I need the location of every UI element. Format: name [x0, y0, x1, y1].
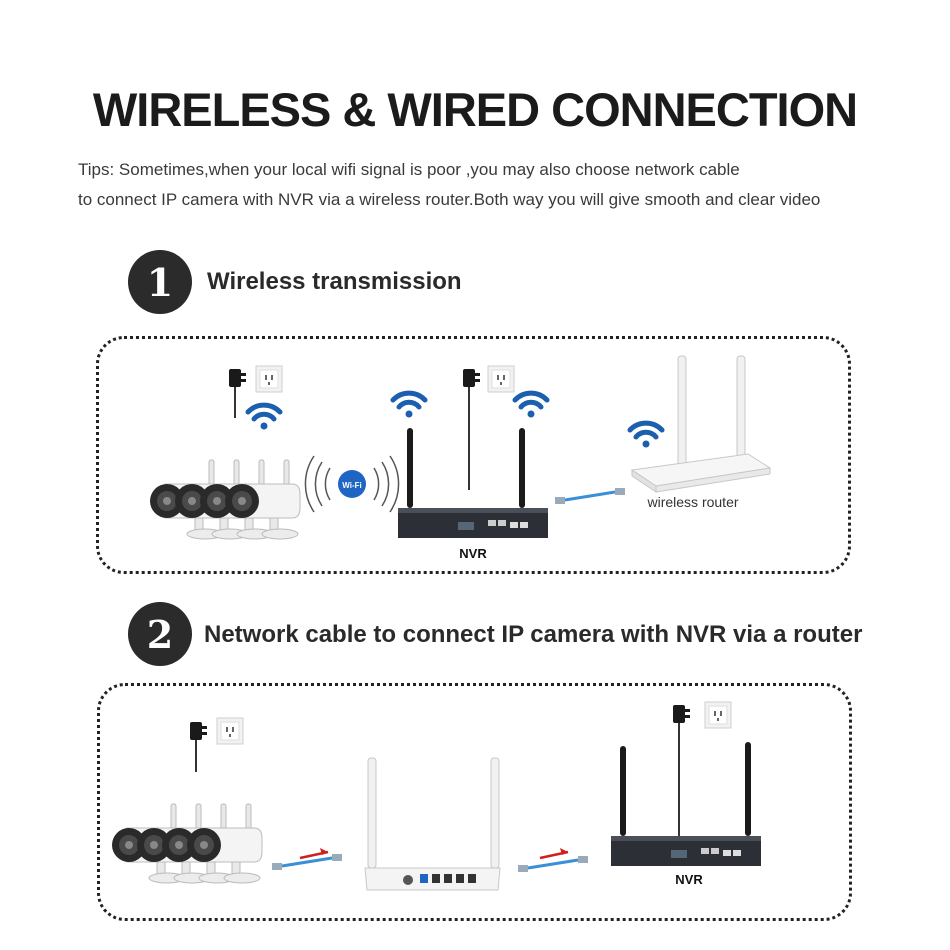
- nvr-icon: [398, 428, 548, 538]
- wifi-signal-icon: [248, 405, 280, 429]
- wifi-badge-icon: Wi-Fi: [304, 455, 400, 513]
- step-1-badge: 1: [128, 250, 192, 314]
- wall-socket-icon: [487, 365, 515, 393]
- page-title: WIRELESS & WIRED CONNECTION: [92, 83, 858, 136]
- wall-socket-icon: [216, 717, 244, 745]
- wired-diagram-panel: [97, 683, 852, 921]
- wifi-signal-icon: [393, 393, 425, 417]
- power-adapter-icon: [190, 722, 207, 772]
- network-cable-icon: [553, 486, 627, 506]
- network-cable-icon: [516, 854, 590, 874]
- router-icon: [630, 355, 772, 493]
- wifi-signal-icon: [630, 423, 662, 447]
- power-adapter-icon: [229, 369, 246, 418]
- wifi-signal-icon: [515, 393, 547, 417]
- step-1-title: Wireless transmission: [207, 268, 462, 295]
- nvr-label: NVR: [675, 872, 703, 887]
- power-adapter-icon: [673, 705, 690, 836]
- red-arrow-icon: [538, 846, 570, 860]
- wall-socket-icon: [704, 701, 732, 729]
- nvr-icon: [611, 742, 761, 866]
- red-arrow-icon: [298, 846, 330, 860]
- ip-camera-icon: [149, 459, 301, 540]
- power-adapter-icon: [463, 369, 480, 490]
- step-2-badge: 2: [128, 602, 192, 666]
- wifi-badge-text: Wi-Fi: [342, 481, 361, 490]
- router-icon: [364, 757, 501, 891]
- step-2-title: Network cable to connect IP camera with …: [204, 621, 863, 648]
- tips-line-2: to connect IP camera with NVR via a wire…: [78, 190, 821, 209]
- ip-camera-icon: [111, 803, 263, 884]
- wall-socket-icon: [255, 365, 283, 393]
- tips-line-1: Tips: Sometimes,when your local wifi sig…: [78, 160, 740, 179]
- router-label: wireless router: [646, 494, 738, 510]
- wireless-diagram-panel: [96, 336, 851, 574]
- nvr-label: NVR: [459, 546, 487, 561]
